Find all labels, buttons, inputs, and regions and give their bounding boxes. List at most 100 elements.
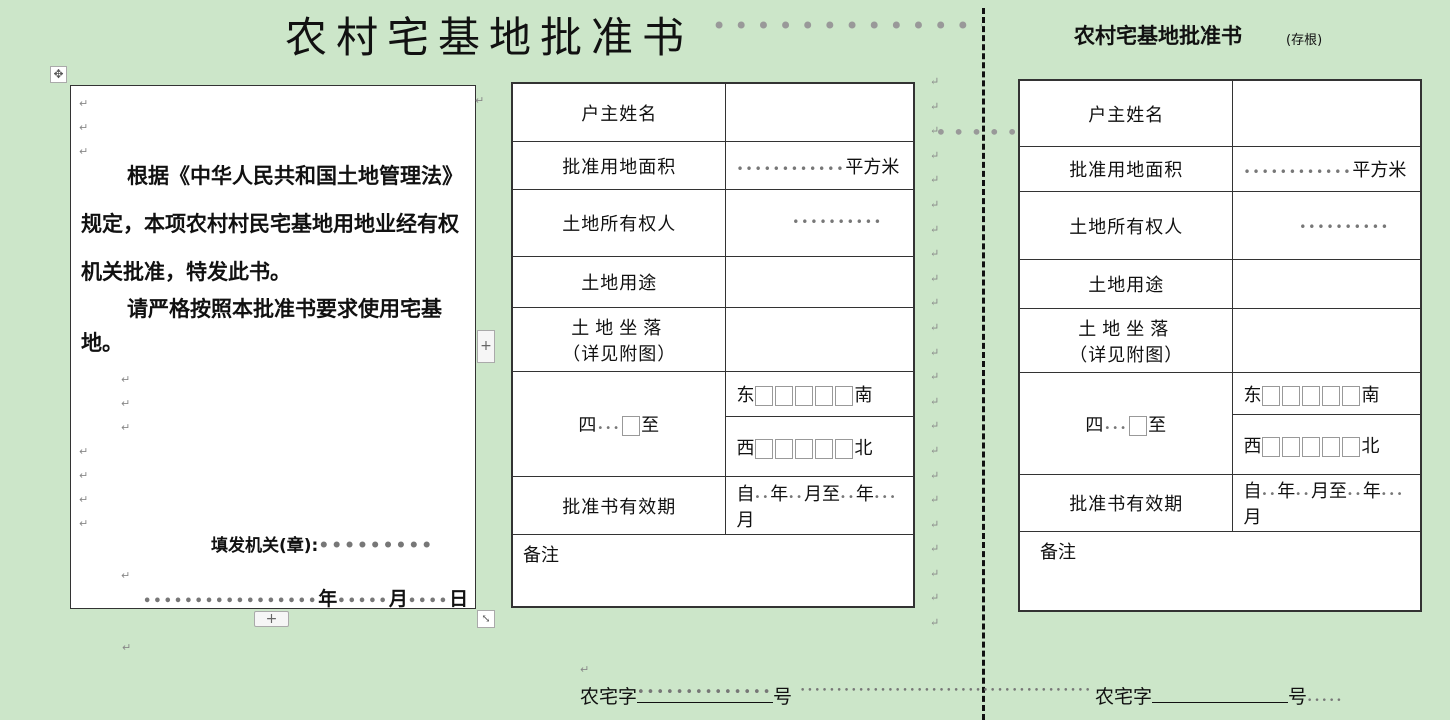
- blank-box: [1129, 415, 1148, 436]
- stub-east-south-field[interactable]: 东南: [1232, 372, 1421, 415]
- blank-box: [835, 438, 854, 459]
- paragraph-mark-icon: ↵: [121, 421, 131, 434]
- serial-number-field[interactable]: ••••••••••••••: [637, 685, 774, 703]
- add-row-button[interactable]: +: [254, 611, 289, 627]
- date-dot-leader: •••••••••••••••••: [143, 594, 319, 609]
- stub-location-label-cell: 土地坐落 （详见附图）: [1018, 308, 1234, 373]
- validity-label: 批准书有效期: [511, 476, 727, 535]
- serial-number-line: 农宅字••••••••••••••号: [580, 682, 792, 709]
- validity-dot-leader: ••: [840, 491, 856, 503]
- stub-validity-year: 年: [1277, 481, 1296, 502]
- stub-west-north-field[interactable]: 西北: [1232, 414, 1421, 475]
- stub-notes-label: 备注: [1040, 542, 1076, 563]
- paragraph-mark-icon: ↵: [121, 569, 131, 582]
- stub-west-label: 西: [1243, 435, 1262, 457]
- table-row: 土地用途: [511, 256, 914, 308]
- east-label: 东: [736, 385, 755, 406]
- validity-from: 自: [736, 483, 755, 505]
- location-label: 土地坐落: [571, 317, 668, 339]
- stub-validity-field[interactable]: 自••年••月至••年•••月: [1232, 474, 1421, 532]
- location-sub-label: （详见附图）: [562, 343, 677, 365]
- stub-owner-name-field[interactable]: [1232, 80, 1421, 147]
- validity-month: 月: [736, 509, 755, 531]
- paragraph-mark-icon: ↵: [121, 397, 131, 410]
- cut-dot-leader: •••••: [935, 120, 1024, 144]
- blank-box: [755, 438, 774, 459]
- date-dot-leader: •••••: [337, 594, 389, 609]
- blank-box: [775, 438, 794, 459]
- validity-field[interactable]: 自••年••月至••年•••月: [725, 476, 914, 535]
- land-use-label: 土地用途: [511, 256, 727, 308]
- validity-month-to: 月至: [804, 483, 841, 505]
- certificate-text-box[interactable]: ↵ ↵ ↵ 根据《中华人民共和国土地管理法》规定，本项农村村民宅基地用地业经有权…: [70, 85, 476, 610]
- table-resize-handle-icon[interactable]: ⤡: [477, 610, 495, 628]
- area-field[interactable]: ••••••••••••平方米: [725, 141, 914, 190]
- stub-location-field[interactable]: [1232, 308, 1421, 373]
- validity-year-2: 年: [855, 483, 874, 505]
- table-row: 西北: [1020, 414, 1421, 475]
- table-row: 备注: [512, 534, 914, 607]
- date-month-label: 月: [388, 588, 408, 610]
- add-column-button[interactable]: +: [477, 330, 495, 363]
- blank-box: [775, 386, 794, 406]
- paragraph-mark-icon: ↵: [122, 641, 132, 654]
- validity-dot-leader: •••: [873, 491, 898, 503]
- east-south-field[interactable]: 东南: [725, 371, 914, 417]
- location-field[interactable]: [725, 307, 914, 372]
- blank-box: [815, 438, 834, 459]
- stub-boundaries-dot-leader: •••: [1104, 422, 1129, 434]
- north-label: 北: [854, 437, 873, 459]
- stub-owner-name-label: 户主姓名: [1018, 80, 1234, 147]
- stub-validity-label: 批准书有效期: [1018, 474, 1234, 532]
- stub-boundaries-label-a: 四: [1085, 414, 1105, 436]
- blank-box: [795, 438, 814, 459]
- blank-box: [1282, 385, 1301, 406]
- area-label: 批准用地面积: [511, 141, 727, 190]
- blank-box: [1282, 436, 1301, 457]
- blank-box: [1322, 385, 1341, 406]
- approval-form-table: 户主姓名 批准用地面积 ••••••••••••平方米 土地所有权人 •••••…: [511, 82, 915, 608]
- stub-serial-prefix: 农宅字: [1095, 686, 1153, 708]
- cut-line: [982, 8, 985, 720]
- validity-dot-leader: ••: [788, 491, 805, 503]
- paragraph-mark-icon: ↵: [79, 97, 89, 110]
- land-owner-dot-leader: ••••••••••: [792, 215, 883, 229]
- blank-box: [1342, 436, 1361, 457]
- paragraph-mark-icon: ↵: [475, 94, 485, 107]
- stub-boundaries-label-b: 至: [1148, 414, 1168, 436]
- serial-prefix: 农宅字: [580, 686, 638, 708]
- table-move-handle-icon[interactable]: ✥: [50, 66, 67, 83]
- table-row: 批准用地面积 ••••••••••••平方米: [1018, 146, 1421, 192]
- paragraph-mark-icon: ↵: [79, 145, 89, 158]
- stub-north-label: 北: [1361, 435, 1380, 457]
- paragraph-marks-column: ↵↵↵↵↵↵↵↵↵↵↵↵↵↵↵↵↵↵↵↵↵↵↵: [930, 75, 940, 630]
- table-row: 土地所有权人 ••••••••••: [1018, 191, 1421, 260]
- paragraph-mark-icon: ↵: [79, 493, 89, 506]
- notes-field[interactable]: 备注: [512, 534, 914, 607]
- stub-land-use-label: 土地用途: [1018, 259, 1234, 309]
- issuer-dot-leader: •••••••••: [318, 536, 435, 556]
- owner-name-field[interactable]: [725, 83, 914, 142]
- paragraph-mark-icon: ↵: [79, 121, 89, 134]
- table-row: 批准书有效期 自••年••月至••年•••月: [1018, 474, 1421, 532]
- area-unit: 平方米: [845, 156, 900, 178]
- stub-land-owner-field[interactable]: ••••••••••: [1232, 191, 1421, 260]
- land-use-field[interactable]: [725, 256, 914, 308]
- west-north-field[interactable]: 西北: [725, 416, 914, 477]
- land-owner-field[interactable]: ••••••••••: [725, 189, 914, 257]
- paragraph-mark-icon: ↵: [580, 663, 590, 676]
- table-row: 土地坐落 （详见附图）: [511, 307, 914, 372]
- stub-serial-number-field[interactable]: [1152, 685, 1289, 703]
- paragraph-mark-icon: ↵: [79, 469, 89, 482]
- notes-label: 备注: [523, 545, 559, 566]
- table-row: 户主姓名: [1018, 80, 1421, 147]
- area-dot-leader: ••••••••••••: [736, 161, 846, 176]
- stub-validity-from: 自: [1243, 481, 1262, 502]
- blank-box: [795, 386, 814, 406]
- stub-area-field[interactable]: ••••••••••••平方米: [1232, 146, 1421, 192]
- table-row: 土地用途: [1018, 259, 1421, 309]
- stub-land-use-field[interactable]: [1232, 259, 1421, 309]
- stub-notes-field[interactable]: 备注: [1019, 531, 1421, 611]
- date-dot-leader: ••••: [407, 594, 450, 609]
- date-year-label: 年: [318, 588, 338, 610]
